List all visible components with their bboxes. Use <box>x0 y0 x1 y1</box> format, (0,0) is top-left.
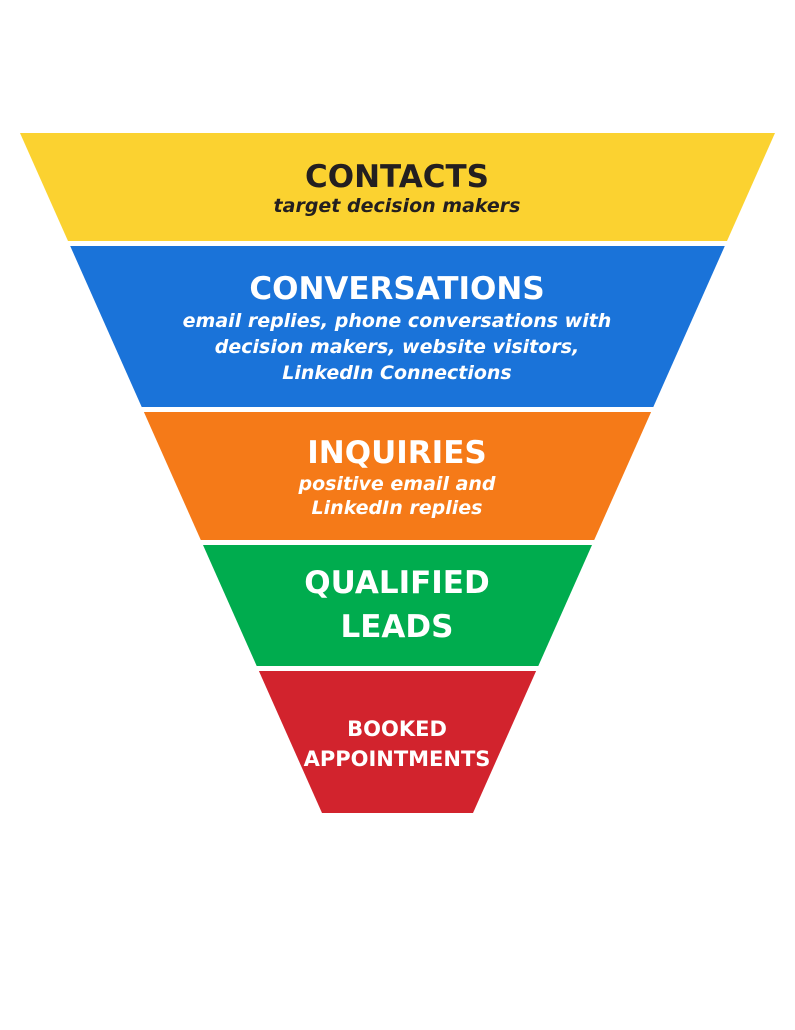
funnel-segment-shape <box>70 246 725 407</box>
segment-title: INQUIRIES <box>307 435 486 471</box>
funnel-segment-shape <box>203 545 592 666</box>
funnel-segment-shape <box>143 412 652 540</box>
segment-subtitle: decision makers, website visitors, <box>215 336 579 358</box>
segment-title: APPOINTMENTS <box>304 747 491 771</box>
funnel-segment-shape <box>20 133 775 241</box>
funnel-segment-2: CONVERSATIONS email replies, phone conver… <box>70 246 725 407</box>
segment-subtitle: LinkedIn Connections <box>282 362 511 384</box>
segment-subtitle: email replies, phone conversations with <box>183 310 612 332</box>
segment-title: LEADS <box>341 609 454 645</box>
segment-subtitle: positive email and <box>297 473 495 495</box>
funnel-segment-5: BOOKED APPOINTMENTS <box>258 671 537 813</box>
segment-title: CONVERSATIONS <box>249 271 544 307</box>
funnel-segment-shape <box>258 671 537 813</box>
segment-subtitle: LinkedIn replies <box>312 497 483 519</box>
segment-subtitle: target decision makers <box>274 195 521 217</box>
segment-title: CONTACTS <box>305 159 489 195</box>
segment-title: QUALIFIED <box>304 565 489 601</box>
segment-title: BOOKED <box>347 717 447 741</box>
funnel-segment-4: QUALIFIED LEADS <box>203 545 592 666</box>
